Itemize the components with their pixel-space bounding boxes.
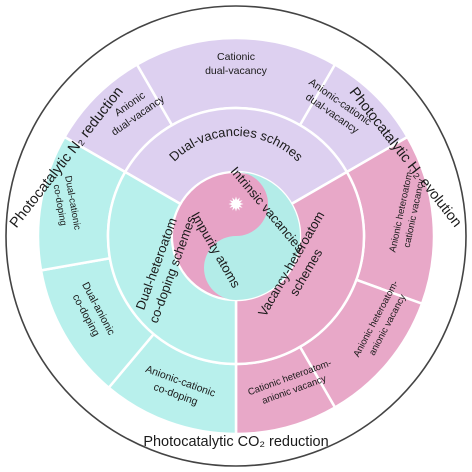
core-yin-yang bbox=[171, 171, 301, 301]
svg-text:dual-vacancy: dual-vacancy bbox=[205, 65, 268, 77]
core-dot-atom bbox=[227, 259, 245, 277]
label-co2-reduction: Photocatalytic CO₂ reduction bbox=[143, 434, 328, 450]
category-ring bbox=[106, 106, 366, 366]
svg-text:Cationic: Cationic bbox=[217, 51, 255, 63]
vacancy-star-shape bbox=[228, 196, 244, 212]
vacancy-star-icon bbox=[228, 196, 244, 212]
segment-cationic-dual-vacancy: Cationic dual-vacancy bbox=[205, 51, 268, 77]
segment-ring bbox=[36, 36, 436, 436]
